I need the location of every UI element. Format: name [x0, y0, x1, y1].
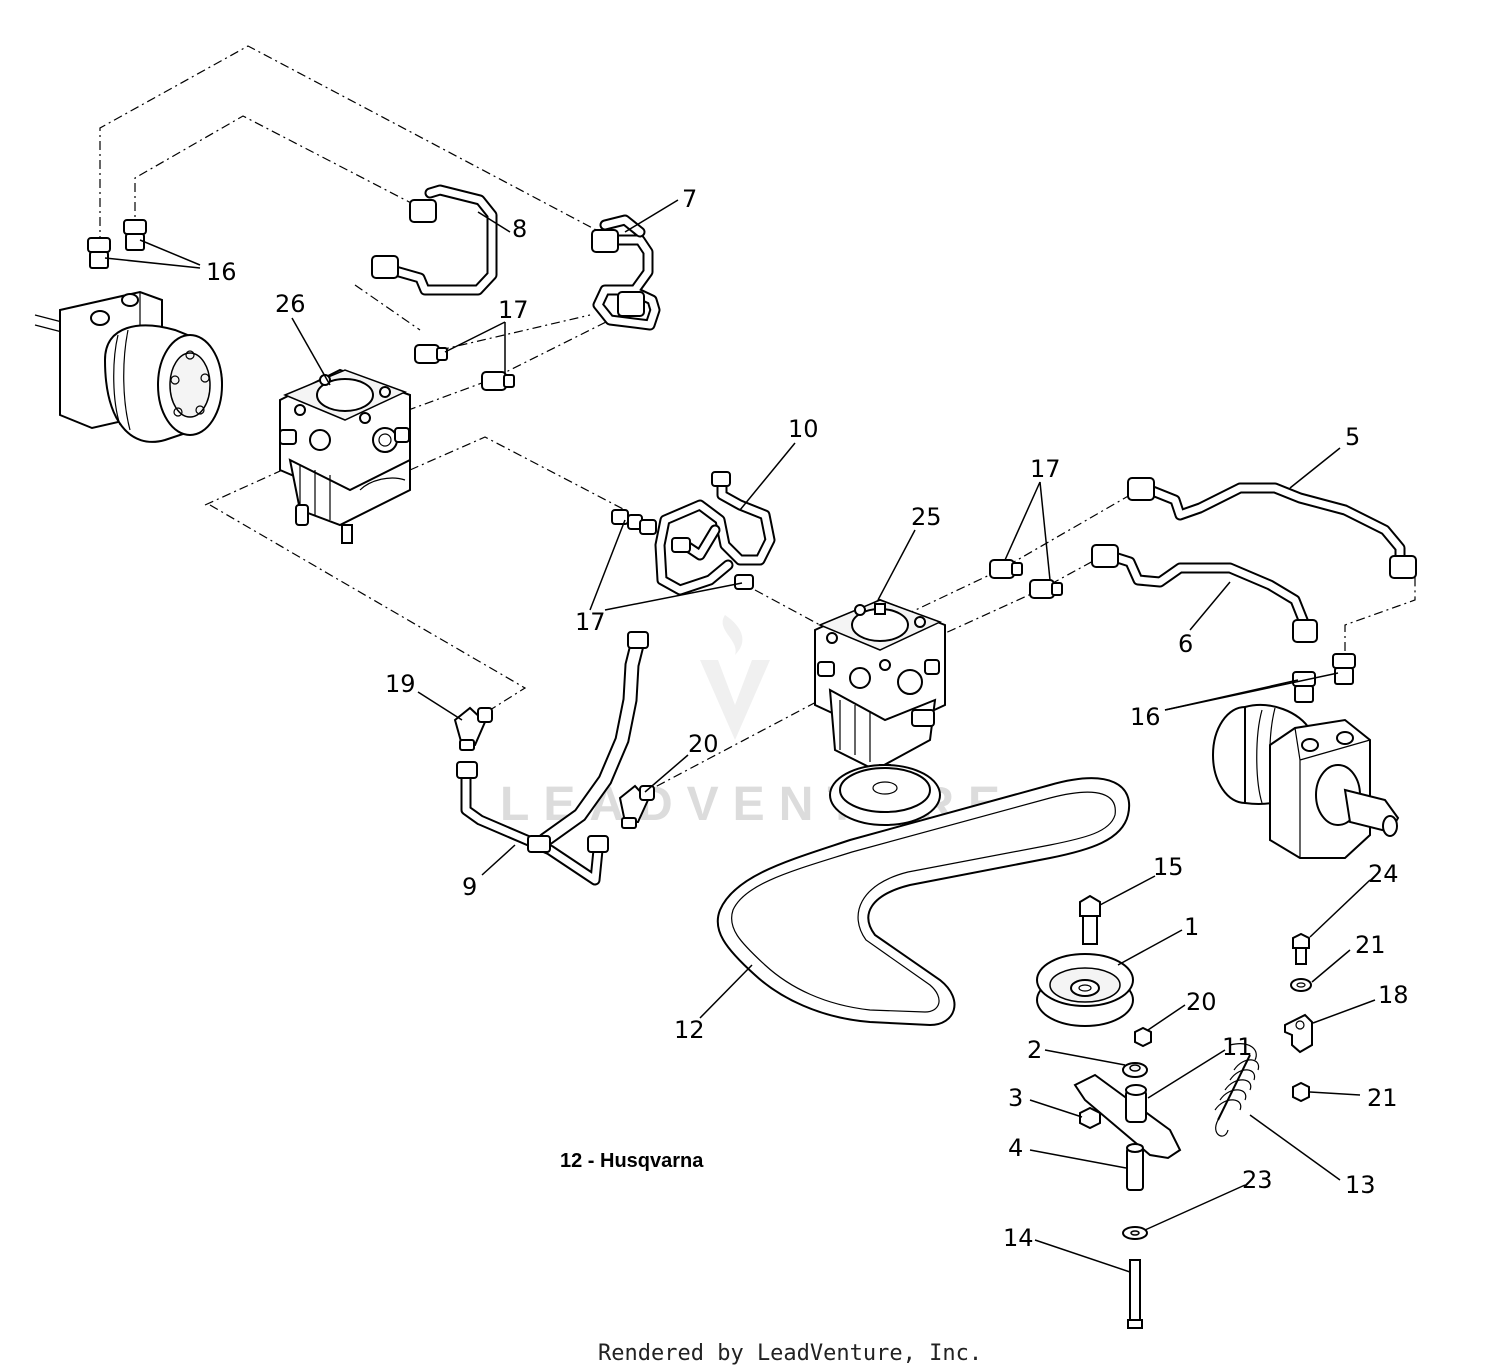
elbow-fitting-20-right [618, 784, 655, 829]
callout-19: 18 [1378, 981, 1409, 1009]
callout-7: 7 [682, 185, 697, 213]
callout-21-left: 20 [1186, 988, 1217, 1016]
hydro-pump-left [279, 368, 411, 544]
callout-15: 15 [1153, 853, 1184, 881]
callout-8: 8 [512, 215, 527, 243]
fitting-17-upper-a [414, 344, 448, 364]
lock-washer-21-right [1290, 978, 1312, 992]
hydraulic-tube-6 [1091, 544, 1318, 643]
callout-3: 3 [1008, 1084, 1023, 1112]
hydro-pump-right [814, 598, 946, 826]
fitting-16-right-b [1332, 653, 1356, 685]
callout-12: 12 [674, 1016, 705, 1044]
leader-lines [104, 199, 1376, 1273]
callout-17-upper: 17 [498, 296, 529, 324]
callout-1: 1 [1184, 913, 1199, 941]
washer-23 [1122, 1226, 1148, 1240]
callout-16-left: 16 [206, 258, 237, 286]
callout-14: 14 [1003, 1224, 1034, 1252]
fitting-17-right-b [1029, 579, 1063, 599]
fitting-16-left-b [123, 219, 147, 251]
hydraulic-tube-8 [371, 184, 498, 296]
spacer-2 [1122, 1062, 1148, 1078]
callout-17-right: 17 [1030, 455, 1061, 483]
bolt-14 [1127, 1259, 1143, 1329]
callout-20-right: 20 [688, 730, 719, 758]
callout-9: 9 [462, 873, 477, 901]
callout-labels: 16 26 17 8 7 10 17 25 17 5 6 16 19 20 9 … [206, 185, 1409, 1252]
callout-4: 4 [1008, 1134, 1023, 1162]
callout-10: 10 [788, 415, 819, 443]
render-credit: Rendered by LeadVenture, Inc. [598, 1341, 982, 1366]
fitting-17-upper-b [481, 371, 515, 391]
elbow-fitting-20-left [453, 706, 493, 751]
hose-assembly-9 [456, 631, 649, 886]
callout-24: 24 [1368, 860, 1399, 888]
right-wheel-motor [1212, 704, 1400, 859]
fitting-16-left-a [87, 237, 111, 269]
bolt-15 [1079, 894, 1101, 945]
fitting-16-right-a [1292, 671, 1316, 703]
nut-3 [1079, 1106, 1101, 1130]
callout-22: 21 [1367, 1084, 1398, 1112]
spring-13 [1214, 1043, 1260, 1137]
drive-belt-12 [716, 777, 1131, 1027]
callout-20-left: 19 [385, 670, 416, 698]
diagram-note: 12 - Husqvarna [560, 1150, 704, 1172]
callout-6: 6 [1178, 630, 1193, 658]
bracket-19 [1284, 1013, 1313, 1054]
idler-arm-11 [1073, 1073, 1182, 1160]
callout-5: 5 [1345, 423, 1360, 451]
hydraulic-tube-5 [1127, 477, 1417, 579]
callout-25: 25 [911, 503, 942, 531]
callout-21-right: 21 [1355, 931, 1386, 959]
callout-23: 23 [1242, 1166, 1273, 1194]
bushing-4 [1126, 1143, 1144, 1191]
callout-2: 2 [1027, 1036, 1042, 1064]
bolt-24 [1292, 932, 1310, 965]
nut-21-left [1134, 1026, 1152, 1048]
callout-11: 11 [1222, 1033, 1253, 1061]
watermark-logo [700, 615, 770, 740]
hydraulic-tube-7 [591, 214, 661, 331]
tube-assembly-10 [611, 471, 776, 596]
callout-16-right: 16 [1130, 703, 1161, 731]
left-wheel-motor [34, 290, 223, 443]
callout-18: 17 [575, 608, 606, 636]
idler-pulley-1 [1036, 953, 1134, 1027]
nut-22 [1292, 1081, 1310, 1103]
fitting-17-right-a [989, 559, 1023, 579]
callout-13: 13 [1345, 1171, 1376, 1199]
callout-26: 26 [275, 290, 306, 318]
